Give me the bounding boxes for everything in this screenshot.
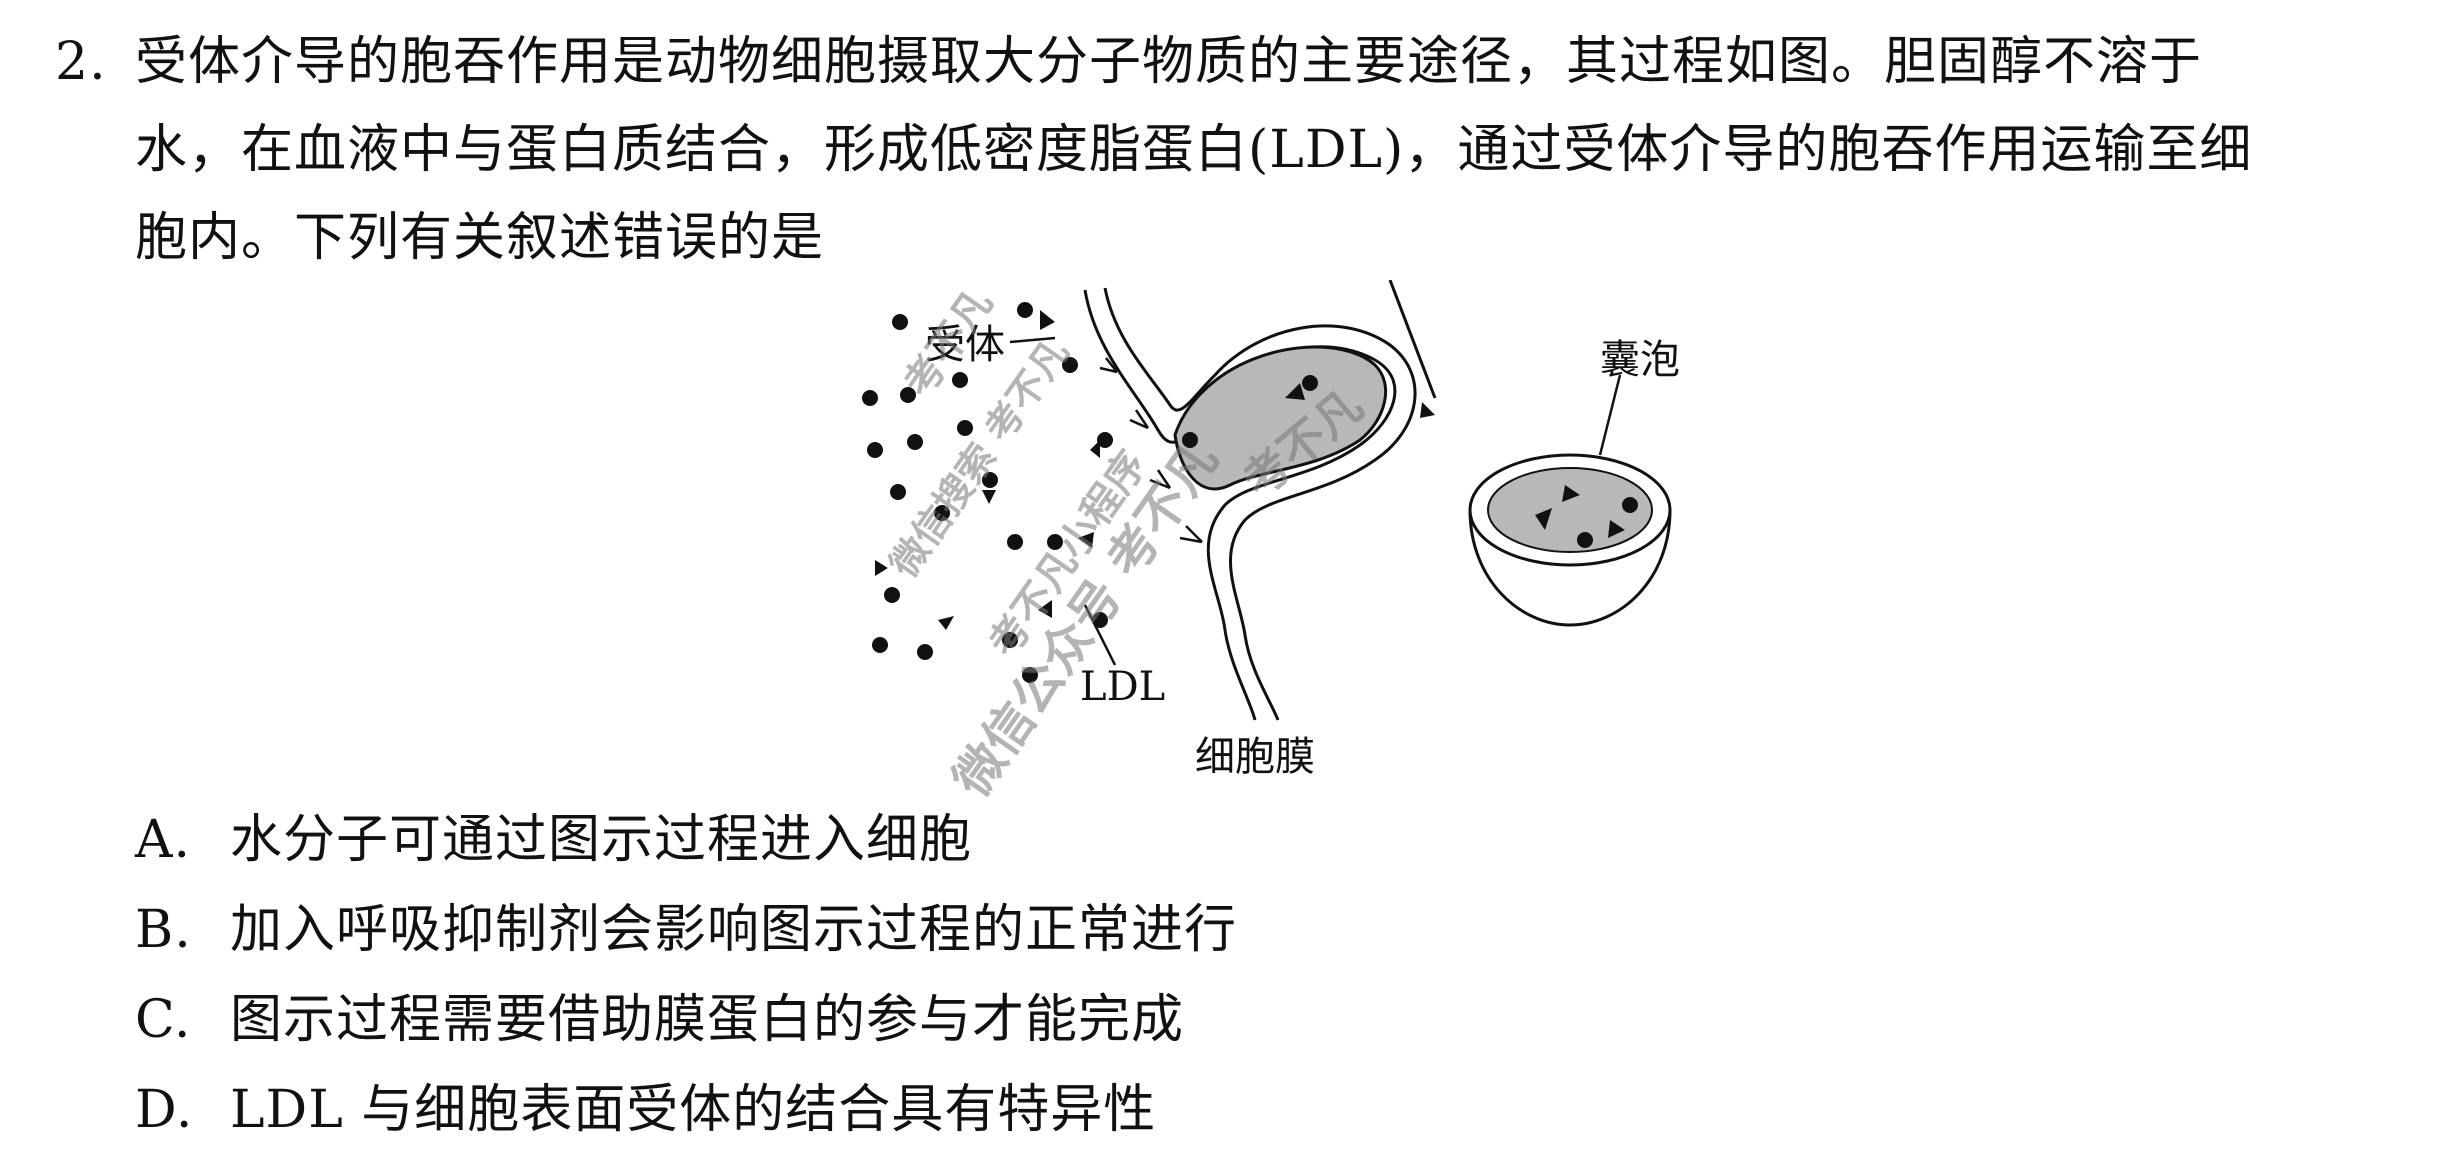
- option-letter: B.: [135, 900, 192, 960]
- option-c[interactable]: C. 图示过程需要借助膜蛋白的参与才能完成: [135, 975, 1237, 1065]
- option-a[interactable]: A. 水分子可通过图示过程进入细胞: [135, 795, 1237, 885]
- question-text-3: 胞内。下列有关叙述错误的是: [135, 208, 825, 268]
- option-letter: C.: [135, 990, 192, 1050]
- option-text: 图示过程需要借助膜蛋白的参与才能完成: [230, 990, 1185, 1050]
- option-letter: D.: [135, 1080, 194, 1140]
- cell-membrane: [1083, 287, 1417, 721]
- question-line-1: 2. 受体介导的胞吞作用是动物细胞摄取大分子物质的主要途径，其过程如图。胆固醇不溶…: [55, 18, 2395, 106]
- vesicle-label: 囊泡: [1600, 337, 1680, 383]
- option-b[interactable]: B. 加入呼吸抑制剂会影响图示过程的正常进行: [135, 885, 1237, 975]
- question-text-2: 水，在血液中与蛋白质结合，形成低密度脂蛋白(LDL)，通过受体介导的胞吞作用运输…: [135, 120, 2253, 180]
- ldl-label: LDL: [1080, 664, 1165, 710]
- diagram-svg: 受体 囊泡 LDL 细胞膜 考不凡 微信搜索 考不凡 考不凡小程序 考不凡 微信…: [862, 280, 1680, 800]
- question-stem: 2. 受体介导的胞吞作用是动物细胞摄取大分子物质的主要途径，其过程如图。胆固醇不溶…: [55, 18, 2395, 282]
- question-line-3: 胞内。下列有关叙述错误的是: [55, 194, 2395, 282]
- forming-vesicle: [1173, 345, 1388, 491]
- pit-ldl-dot: [1182, 432, 1198, 448]
- answer-options: A. 水分子可通过图示过程进入细胞 B. 加入呼吸抑制剂会影响图示过程的正常进行 C…: [135, 795, 1237, 1155]
- receptors: [1099, 357, 1203, 544]
- leader-lines: [1009, 336, 1622, 666]
- option-text: 水分子可通过图示过程进入细胞: [230, 810, 973, 870]
- endocytosis-diagram: 受体 囊泡 LDL 细胞膜 考不凡 微信搜索 考不凡 考不凡小程序 考不凡 微信…: [830, 280, 1750, 800]
- option-text: LDL 与细胞表面受体的结合具有特异性: [230, 1080, 1157, 1140]
- pit-ldl-dot: [1302, 375, 1318, 391]
- receptor-label: 受体: [925, 322, 1005, 368]
- ldl-dots: [862, 302, 1113, 683]
- vesicle: [1468, 453, 1672, 627]
- question-number: 2.: [55, 32, 107, 92]
- ldl-triangles: [875, 310, 1100, 630]
- pit-ldl-triangle: [1285, 383, 1305, 400]
- option-text: 加入呼吸抑制剂会影响图示过程的正常进行: [230, 900, 1238, 960]
- question-line-2: 水，在血液中与蛋白质结合，形成低密度脂蛋白(LDL)，通过受体介导的胞吞作用运输…: [55, 106, 2395, 194]
- option-letter: A.: [135, 810, 192, 870]
- question-text-1: 受体介导的胞吞作用是动物细胞摄取大分子物质的主要途径，其过程如图。胆固醇不溶于: [135, 32, 2203, 92]
- membrane-label: 细胞膜: [1195, 734, 1315, 780]
- transport-arrow: [1388, 280, 1437, 418]
- option-d[interactable]: D. LDL 与细胞表面受体的结合具有特异性: [135, 1065, 1237, 1155]
